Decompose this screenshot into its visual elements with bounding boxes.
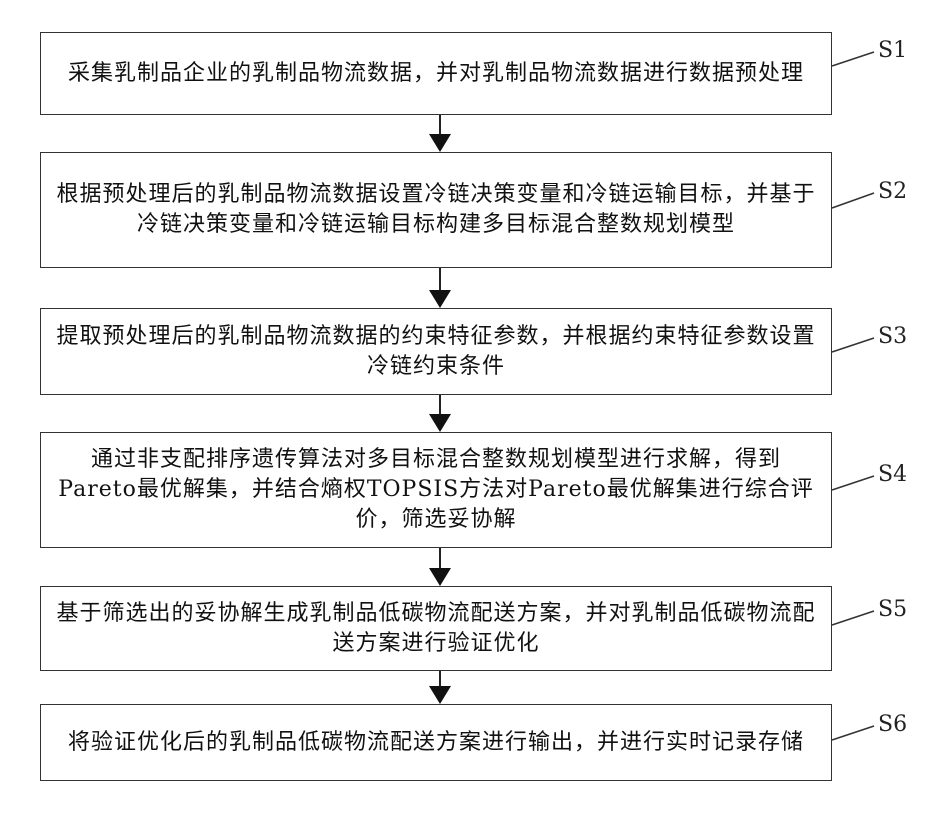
leader-line-s2 — [832, 193, 874, 208]
leader-line-s5 — [832, 611, 874, 625]
leader-line-s6 — [832, 726, 874, 740]
step-label-s5: S5 — [878, 597, 907, 622]
step-label-s2: S2 — [878, 179, 907, 204]
step-label-s1: S1 — [878, 38, 907, 63]
leader-line-s4 — [832, 476, 874, 490]
step-label-s4: S4 — [878, 462, 907, 487]
leader-line-s1 — [832, 52, 874, 66]
step-label-s6: S6 — [878, 712, 907, 737]
leader-line-s3 — [832, 338, 874, 352]
step-label-s3: S3 — [878, 324, 907, 349]
